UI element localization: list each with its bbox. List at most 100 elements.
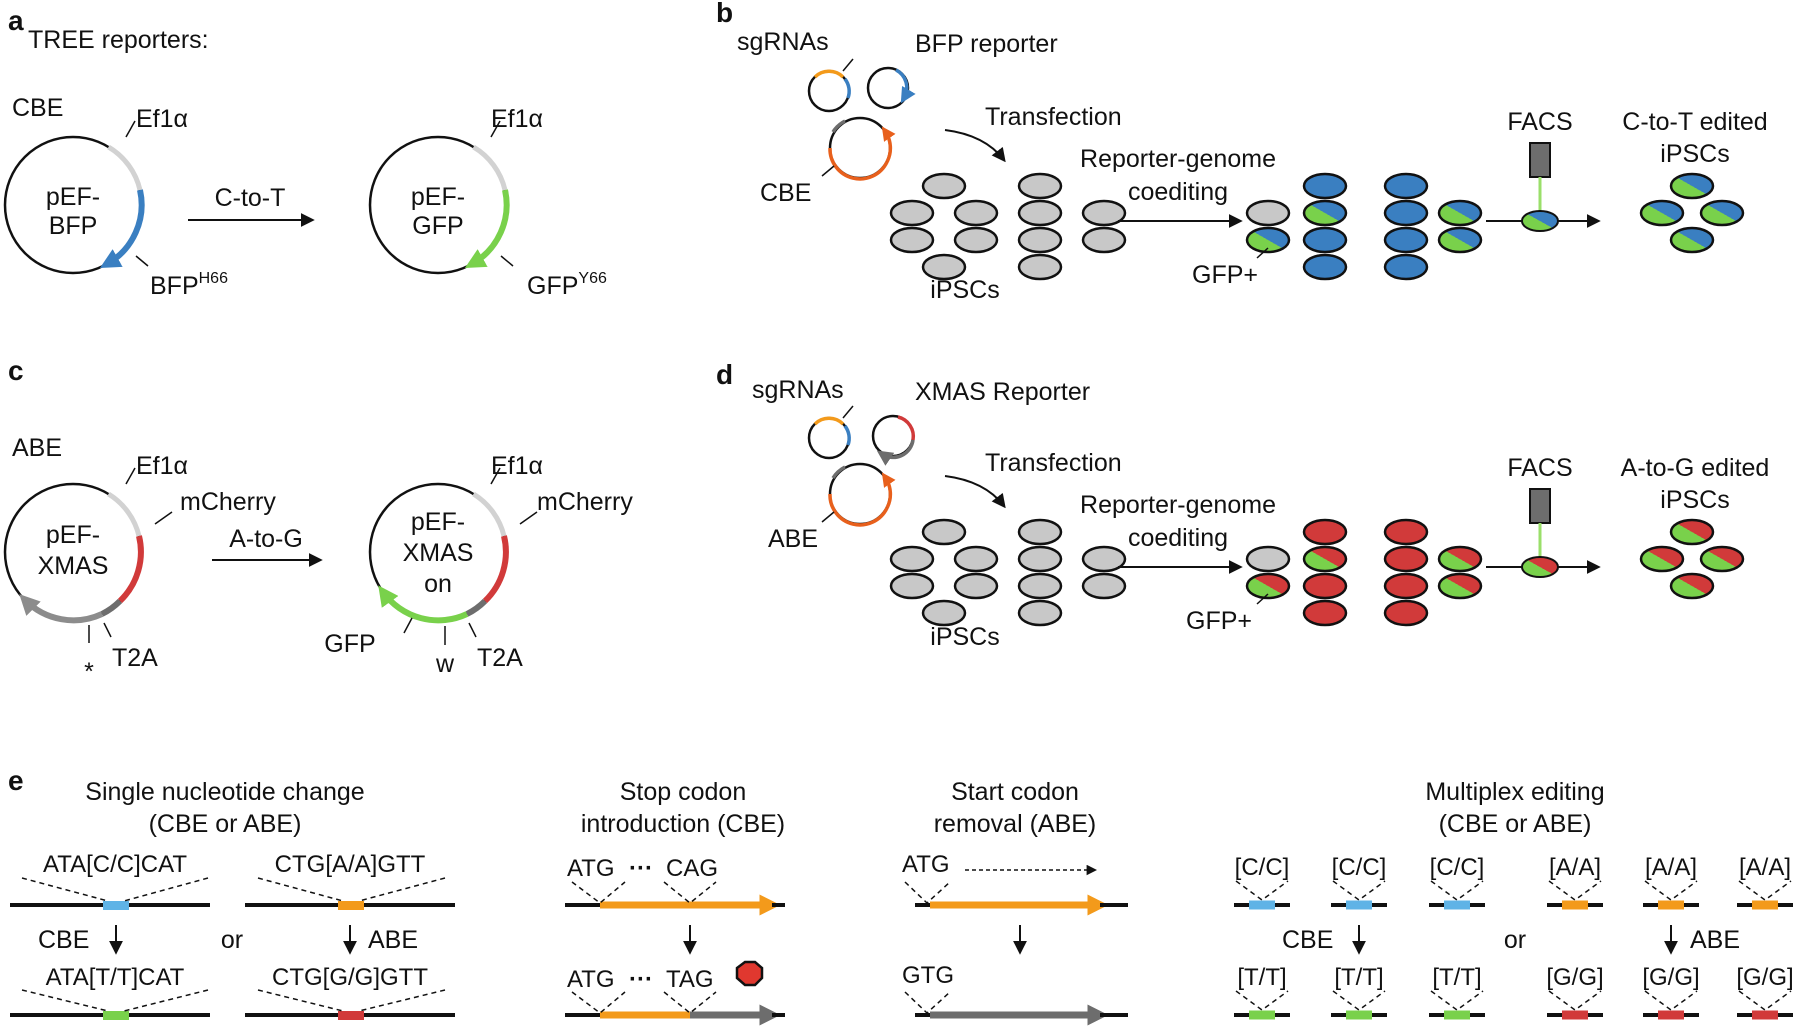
result-label-2: iPSCs <box>1660 140 1729 168</box>
reporter-edited-cell <box>1302 572 1348 600</box>
ipsc-cell <box>953 545 999 573</box>
locus-before-site <box>1658 900 1684 910</box>
section-title-2: introduction (CBE) <box>581 810 785 838</box>
ipsc-cell <box>921 518 967 546</box>
editor-label: CBE <box>760 179 811 207</box>
locus-before-site <box>1249 900 1275 910</box>
reporter-edited-cell <box>1383 226 1429 254</box>
reporter-edited-cell <box>1383 253 1429 281</box>
abe-label: ABE <box>368 926 418 954</box>
gfp-positive-cell <box>1302 199 1348 227</box>
abe-sequence-after: CTG[G/G]GTT <box>272 964 428 991</box>
ipsc-cell <box>889 199 935 227</box>
gfp-positive-cell <box>1245 572 1291 600</box>
locus-after-label: [G/G] <box>1642 964 1699 991</box>
promoter-label: Ef1α <box>136 105 188 133</box>
locus-after-site <box>1249 1010 1275 1020</box>
transfection-label: Transfection <box>985 103 1122 131</box>
edited-ipsc-cell <box>1669 172 1715 200</box>
start-codon-label: ATG <box>567 855 615 882</box>
facs-label: FACS <box>1507 454 1572 482</box>
start-codon-label: ATG <box>567 966 615 993</box>
section-title-2: removal (ABE) <box>934 810 1097 838</box>
section-title-1: Single nucleotide change <box>85 778 364 806</box>
facs-laser-icon <box>1529 488 1551 524</box>
locus-after-label: [T/T] <box>1334 964 1383 991</box>
ipsc-cell <box>1017 172 1063 200</box>
or-label: or <box>1504 926 1526 954</box>
plasmid-line3: on <box>424 570 452 598</box>
promoter-label: Ef1α <box>491 105 543 133</box>
locus-after-site <box>1346 1010 1372 1020</box>
ipsc-cell <box>889 545 935 573</box>
gene-superscript: Y66 <box>578 270 607 287</box>
coediting-label-1: Reporter-genome <box>1080 491 1276 519</box>
locus-after-site <box>1562 1010 1588 1020</box>
plasmid-line1: pEF- <box>411 508 465 536</box>
reporter-edited-cell <box>1302 172 1348 200</box>
panel-a: a TREE reporters: CBE pEF- BFP Ef1α BFPH… <box>3 5 607 300</box>
gfp-plus-label: GFP+ <box>1186 607 1252 635</box>
locus-after-site <box>1658 1010 1684 1020</box>
plasmid-pef-xmas: pEF- XMAS Ef1α mCherry T2A * <box>3 452 276 686</box>
reporter-label: XMAS Reporter <box>915 378 1090 406</box>
locus-before-site <box>1562 900 1588 910</box>
locus-after-label: [T/T] <box>1432 964 1481 991</box>
plasmid-line2: XMAS <box>38 552 109 580</box>
section-title-1: Stop codon <box>620 778 747 806</box>
multiplex-loci-before: [C/C][C/C][C/C][A/A][A/A][A/A] <box>1234 854 1793 910</box>
locus-after-callout <box>1548 990 1602 1011</box>
abe-plasmid <box>828 462 896 527</box>
locus-before-callout <box>1644 880 1698 901</box>
reporter-edited-cell <box>1383 599 1429 627</box>
reporter-edited-cell <box>1302 253 1348 281</box>
ellipsis: ··· <box>629 855 653 882</box>
ipsc-cell <box>1017 199 1063 227</box>
panel-d-letter: d <box>716 359 733 390</box>
locus-before-label: [C/C] <box>1235 854 1290 881</box>
locus-after-callout <box>1235 990 1289 1011</box>
locus-before-callout <box>1738 880 1792 901</box>
coediting-label-2: coediting <box>1128 524 1228 552</box>
edited-ipsc-cell <box>1669 572 1715 600</box>
unedited-cell <box>1245 199 1291 227</box>
locus-after-callout <box>1332 990 1386 1011</box>
locus-before-label: [C/C] <box>1332 854 1387 881</box>
section-title-2: (CBE or ABE) <box>149 810 302 838</box>
cbe-label: CBE <box>1282 926 1333 954</box>
gfp-positive-cell <box>1245 226 1291 254</box>
sgrna-plasmid <box>807 69 851 113</box>
reporter-edited-cell <box>1383 572 1429 600</box>
locus-after-callout <box>1430 990 1484 1011</box>
plasmid-line1: pEF- <box>46 183 100 211</box>
cbe-label: CBE <box>38 926 89 954</box>
locus-before-callout <box>1430 880 1484 901</box>
stop-mark-label: * <box>84 658 94 686</box>
ipsc-cell <box>889 572 935 600</box>
codon-after: GTG <box>902 962 954 989</box>
unedited-cell <box>1245 545 1291 573</box>
locus-before-callout <box>1548 880 1602 901</box>
gene-name: GFP <box>527 272 578 300</box>
panel-c: c ABE pEF- XMAS Ef1α mCherry T2A * A-to-… <box>3 355 633 686</box>
gfp-positive-cell <box>1437 226 1483 254</box>
facs-laser-icon <box>1529 142 1551 178</box>
locus-before-label: [A/A] <box>1739 854 1791 881</box>
panel-c-editor-label: ABE <box>12 434 62 462</box>
editor-label: ABE <box>768 525 818 553</box>
locus-after-callout <box>1644 990 1698 1011</box>
locus-before-label: [A/A] <box>1645 854 1697 881</box>
ipsc-cell <box>921 253 967 281</box>
reporter-edited-cell <box>1383 172 1429 200</box>
codon-after: TAG <box>666 966 714 993</box>
edited-cells-grid <box>1245 172 1483 281</box>
plasmid-line2: XMAS <box>403 539 474 567</box>
ellipsis: ··· <box>629 966 653 993</box>
sorted-cell <box>1521 556 1559 578</box>
plasmid-line1: pEF- <box>46 521 100 549</box>
panel-b: b sgRNAs BFP reporter CBE Transfection i… <box>716 0 1768 304</box>
or-label: or <box>221 926 243 954</box>
gfp-positive-cell <box>1437 199 1483 227</box>
ipsc-cell <box>1017 518 1063 546</box>
